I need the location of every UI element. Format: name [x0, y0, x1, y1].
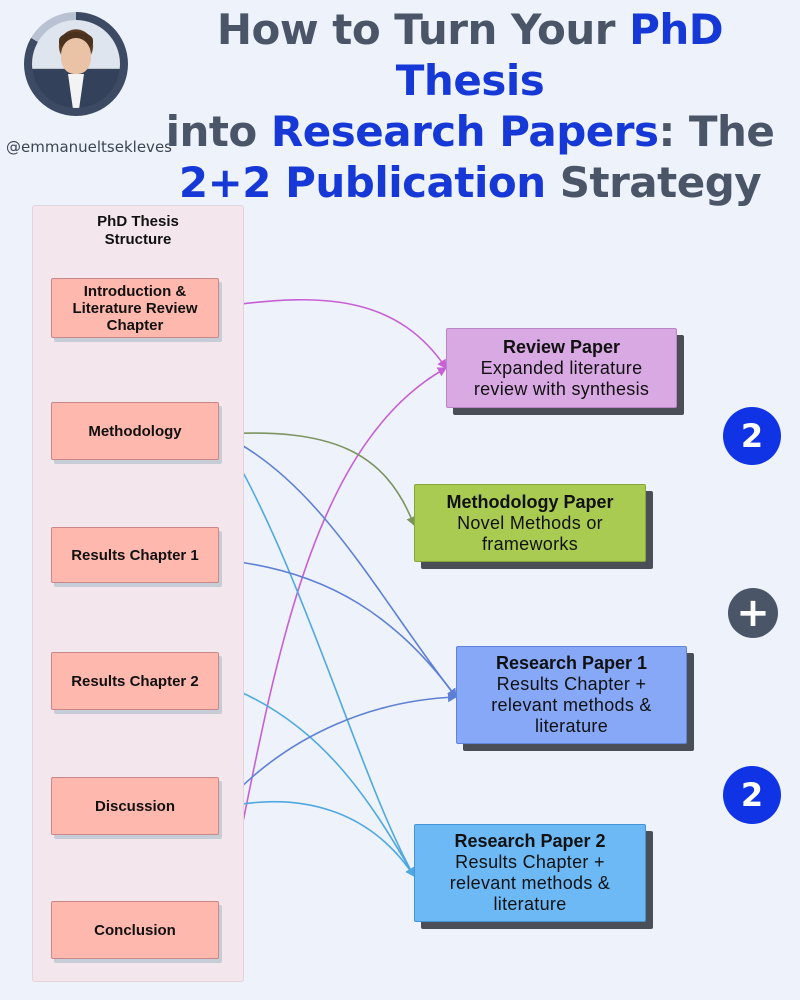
link-discussion-research1	[220, 692, 457, 809]
review-paper-box: Review Paper Expanded literature review …	[446, 328, 677, 408]
title-part-highlight: Research Papers	[270, 107, 659, 156]
page-title: How to Turn Your PhD Thesis into Researc…	[140, 4, 800, 208]
paper-description: Novel Methods or frameworks	[457, 512, 603, 554]
title-part-highlight: PhD Thesis	[395, 5, 724, 105]
link-results1-research1	[220, 559, 457, 698]
research-paper-2-box: Research Paper 2 Results Chapter + relev…	[414, 824, 646, 922]
paper-description: Expanded literature review with synthesi…	[473, 357, 650, 399]
title-part: How to Turn Your	[216, 5, 630, 54]
link-methodology-research1	[220, 433, 457, 698]
link-intro-review	[220, 298, 447, 369]
thesis-structure-heading: PhD Thesis Structure	[97, 213, 179, 248]
paper-title: Research Paper 1	[495, 653, 648, 673]
count-badge-bottom: 2	[723, 766, 781, 824]
author-avatar-ring	[24, 12, 128, 116]
title-part: : The	[658, 107, 775, 156]
title-part: Strategy	[545, 158, 762, 207]
methodology-paper-box: Methodology Paper Novel Methods or frame…	[414, 484, 646, 562]
paper-title: Research Paper 2	[454, 831, 606, 851]
chapter-results-2: Results Chapter 2	[51, 652, 219, 710]
chapter-results-1: Results Chapter 1	[51, 527, 219, 583]
chapter-introduction: Introduction & Literature Review Chapter	[51, 278, 219, 338]
chapter-discussion: Discussion	[51, 777, 219, 835]
title-part: into	[165, 107, 271, 156]
plus-icon: +	[728, 588, 778, 638]
paper-description: Results Chapter + relevant methods & lit…	[449, 852, 611, 914]
chapter-methodology: Methodology	[51, 402, 219, 460]
chapter-conclusion: Conclusion	[51, 901, 219, 959]
link-conclusion-review	[220, 367, 447, 931]
paper-title: Review Paper	[502, 336, 621, 357]
research-paper-1-box: Research Paper 1 Results Chapter + relev…	[456, 646, 687, 744]
count-badge-top: 2	[723, 407, 781, 465]
title-part-highlight: 2+2 Publication	[178, 158, 546, 207]
link-results2-research2	[220, 683, 415, 877]
paper-description: Results Chapter + relevant methods & lit…	[491, 674, 652, 736]
link-discussion-research2	[220, 800, 415, 877]
author-handle: @emmanueltsekleves	[6, 138, 172, 156]
link-methodology-research2	[220, 433, 415, 877]
author-avatar	[32, 20, 120, 108]
paper-title: Methodology Paper	[446, 491, 614, 512]
link-methodology-methodpaper	[220, 432, 416, 526]
